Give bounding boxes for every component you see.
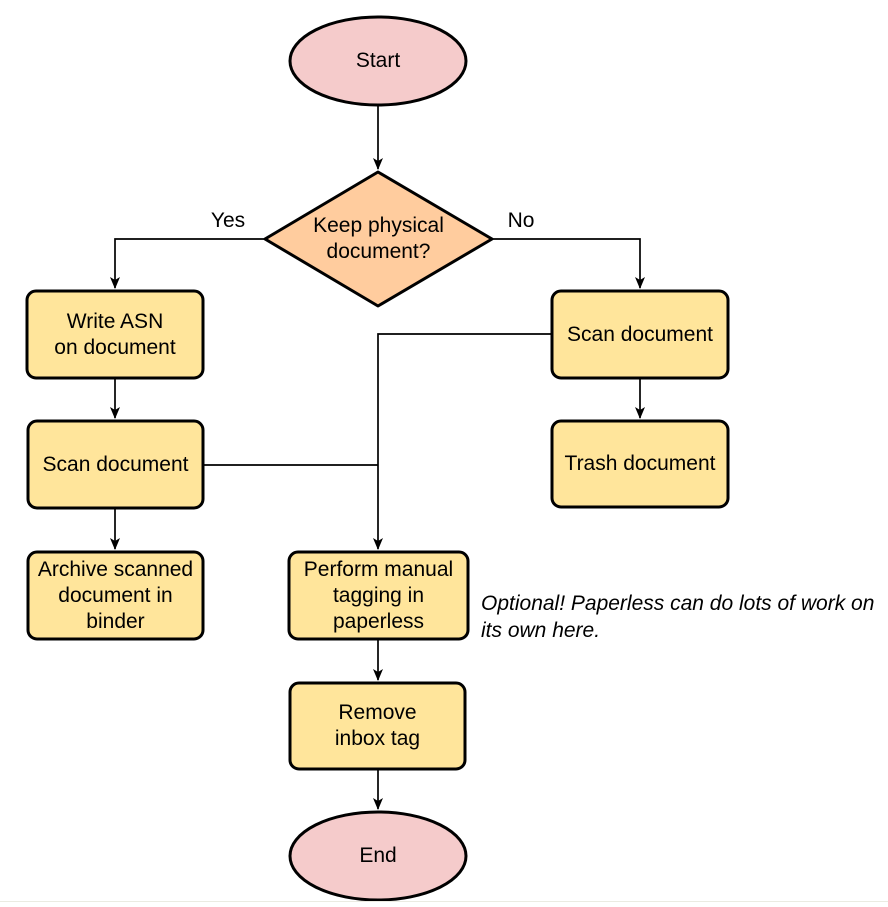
edge-decision-no-to-scan-right [492, 238, 645, 289]
archive-node-shape [26, 550, 205, 641]
start-node-shape [288, 15, 468, 107]
trash-node-shape [550, 419, 730, 509]
end-node-shape [288, 810, 468, 902]
edge-scan-right-to-tagging [373, 333, 552, 550]
scan-right-node-shape [550, 289, 730, 380]
page-bottom-divider [0, 901, 888, 902]
decision-node-shape [263, 170, 494, 308]
edge-decision-yes-to-write-asn [110, 238, 265, 289]
scan-left-node-shape [26, 419, 205, 510]
remove-inbox-node-shape [288, 681, 467, 771]
write-asn-node-shape [25, 289, 205, 380]
tagging-node-shape [287, 550, 470, 641]
